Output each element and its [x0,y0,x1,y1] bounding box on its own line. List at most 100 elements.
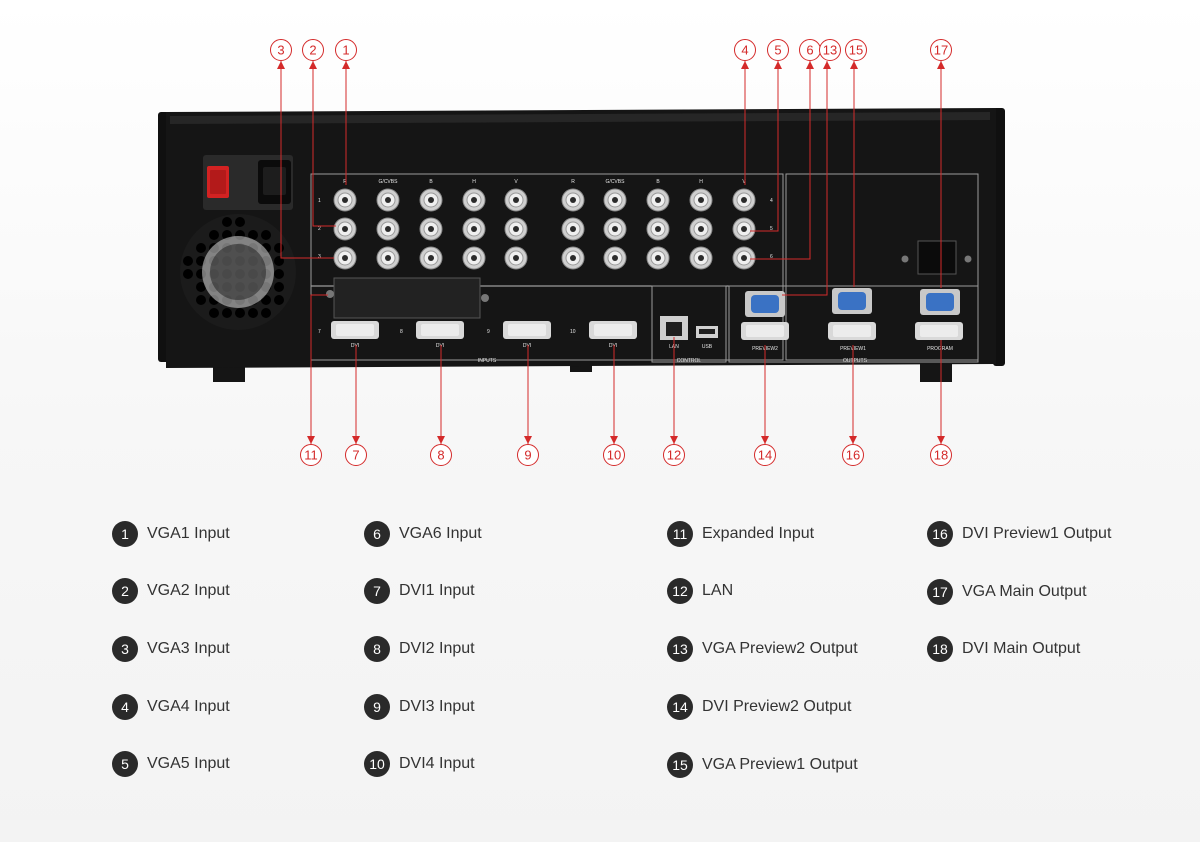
callout-number: 9 [524,448,531,463]
legend-badge: 4 [112,694,138,720]
dvi-port-pins [594,324,632,336]
power-inlet-socket [263,167,286,195]
fan-vent-hole [274,282,284,292]
arrowhead [937,436,945,444]
callout-13: 13 [819,39,841,61]
fan-vent-hole [196,295,206,305]
expansion-slot [333,277,481,319]
legend-item-16: 16 DVI Preview1 Output [927,520,1111,548]
dvi-port-pins [833,325,871,337]
fan-vent-hole [183,269,193,279]
dvi-port-pins [508,324,546,336]
callout-leader-lines [280,61,942,444]
bnc-connector [561,217,585,241]
callout-number: 10 [607,448,621,463]
arrowhead [277,61,285,69]
bnc-column-header: V [514,179,518,185]
legend-label: LAN [702,582,734,599]
module-screw [964,255,972,263]
dvi-port-pins [336,324,374,336]
arrowhead [849,436,857,444]
callout-18: 18 [930,444,952,466]
fan-vent-hole [248,308,258,318]
callout-1: 1 [335,39,357,61]
legend-label: VGA Main Output [962,583,1087,600]
bnc-connector [333,217,357,241]
dvi-input-4-label: DVI [609,343,617,349]
dvi-input-4 [589,321,637,339]
control-frame [651,285,727,363]
bnc-column-header: H [699,179,703,185]
callout-11: 11 [300,444,322,466]
usb-port-opening [699,329,715,334]
bnc-connector [689,217,713,241]
bnc-column-header: B [656,179,660,185]
bnc-connector [376,246,400,270]
vga-port-face [751,295,779,313]
bnc-connector [504,246,528,270]
callout-arrowheads [277,61,945,444]
bnc-column-header: G/CVBS [606,179,626,185]
arrowhead [774,61,782,69]
bnc-connector [603,217,627,241]
bnc-connector [504,188,528,212]
bnc-connector [333,188,357,212]
bnc-connector [689,188,713,212]
legend-badge: 14 [667,694,693,720]
legend-badge: 15 [667,752,693,778]
leader-line-3 [280,61,334,259]
bnc-connector [646,188,670,212]
legend-badge: 18 [927,636,953,662]
arrowhead [524,436,532,444]
legend-label: DVI3 Input [399,698,475,715]
bnc-connector [462,188,486,212]
legend-label: DVI Preview1 Output [962,525,1112,542]
leader-line-11 [310,294,328,444]
usb-label: USB [702,344,713,350]
callout-number: 5 [774,43,781,58]
program-label: PROGRAM [927,346,953,352]
legend-badge: 2 [112,578,138,604]
bnc-connector [646,217,670,241]
fan-vent-hole [209,308,219,318]
legend-label: VGA3 Input [147,640,230,657]
fan-vent-hole [274,295,284,305]
bnc-connector [732,188,756,212]
bnc-column-header: R [571,179,575,185]
arrowhead [806,61,814,69]
arrowhead [352,436,360,444]
callout-14: 14 [754,444,776,466]
dvi-preview1-output [828,322,876,340]
callout-9: 9 [517,444,539,466]
callout-number: 7 [352,448,359,463]
bnc-connector [462,217,486,241]
legend-badge: 16 [927,521,953,547]
chassis-top-edge [170,112,990,124]
arrowhead [937,61,945,69]
inputs-section-label: INPUTS [478,358,497,364]
legend-label: DVI Main Output [962,640,1081,657]
vga-port-face [926,293,954,311]
legend-badge: 12 [667,578,693,604]
dvi-port-pins [920,325,958,337]
callout-number: 15 [849,43,863,58]
bnc-connector [333,246,357,270]
callout-number: 2 [309,43,316,58]
fan-vent-hole [222,308,232,318]
callout-number: 18 [934,448,948,463]
dvi-number-9: 9 [487,329,490,335]
cooling-fan-vent [180,214,296,330]
arrowhead [309,61,317,69]
bnc-connector [419,188,443,212]
dvi-input-1-label: DVI [351,343,359,349]
arrowhead [437,436,445,444]
lan-port-opening [666,322,682,336]
power-switch-rocker [210,170,226,194]
